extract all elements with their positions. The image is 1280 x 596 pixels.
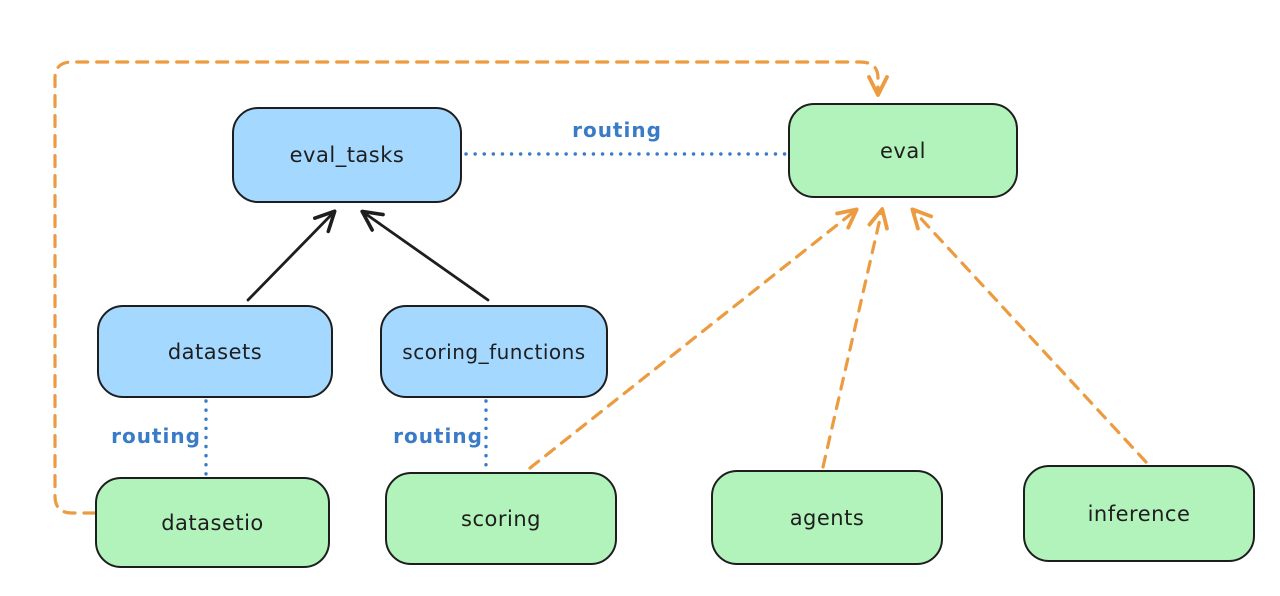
node-agents-label: agents — [789, 505, 865, 530]
edge-scoring-to-eval — [528, 207, 859, 470]
routing-label-datasets-datasetio: routing — [111, 424, 201, 448]
node-datasetio: datasetio — [95, 477, 330, 568]
edge-datasets-to-eval-tasks — [246, 209, 337, 302]
node-scoring-functions-label: scoring_functions — [402, 339, 586, 364]
node-eval-label: eval — [879, 138, 927, 163]
routing-label-scoring-functions-scoring: routing — [393, 424, 483, 448]
edge-datasetio-to-eval — [53, 60, 889, 515]
routing-label-eval-tasks-eval: routing — [572, 118, 662, 142]
node-scoring-functions: scoring_functions — [380, 305, 608, 398]
node-scoring-label: scoring — [461, 506, 541, 531]
node-datasets: datasets — [97, 305, 333, 398]
node-inference-label: inference — [1087, 501, 1191, 526]
node-datasets-label: datasets — [167, 339, 263, 364]
node-inference: inference — [1023, 465, 1255, 562]
node-eval-tasks-label: eval_tasks — [289, 143, 405, 167]
node-scoring: scoring — [385, 472, 617, 565]
edge-inference-to-eval — [910, 207, 1148, 464]
edge-agents-to-eval — [821, 207, 889, 469]
node-eval-tasks: eval_tasks — [232, 107, 462, 203]
node-agents: agents — [711, 470, 943, 565]
edge-scoring-functions-to-eval-tasks — [360, 209, 490, 302]
node-datasetio-label: datasetio — [161, 510, 264, 535]
node-eval: eval — [788, 103, 1018, 198]
